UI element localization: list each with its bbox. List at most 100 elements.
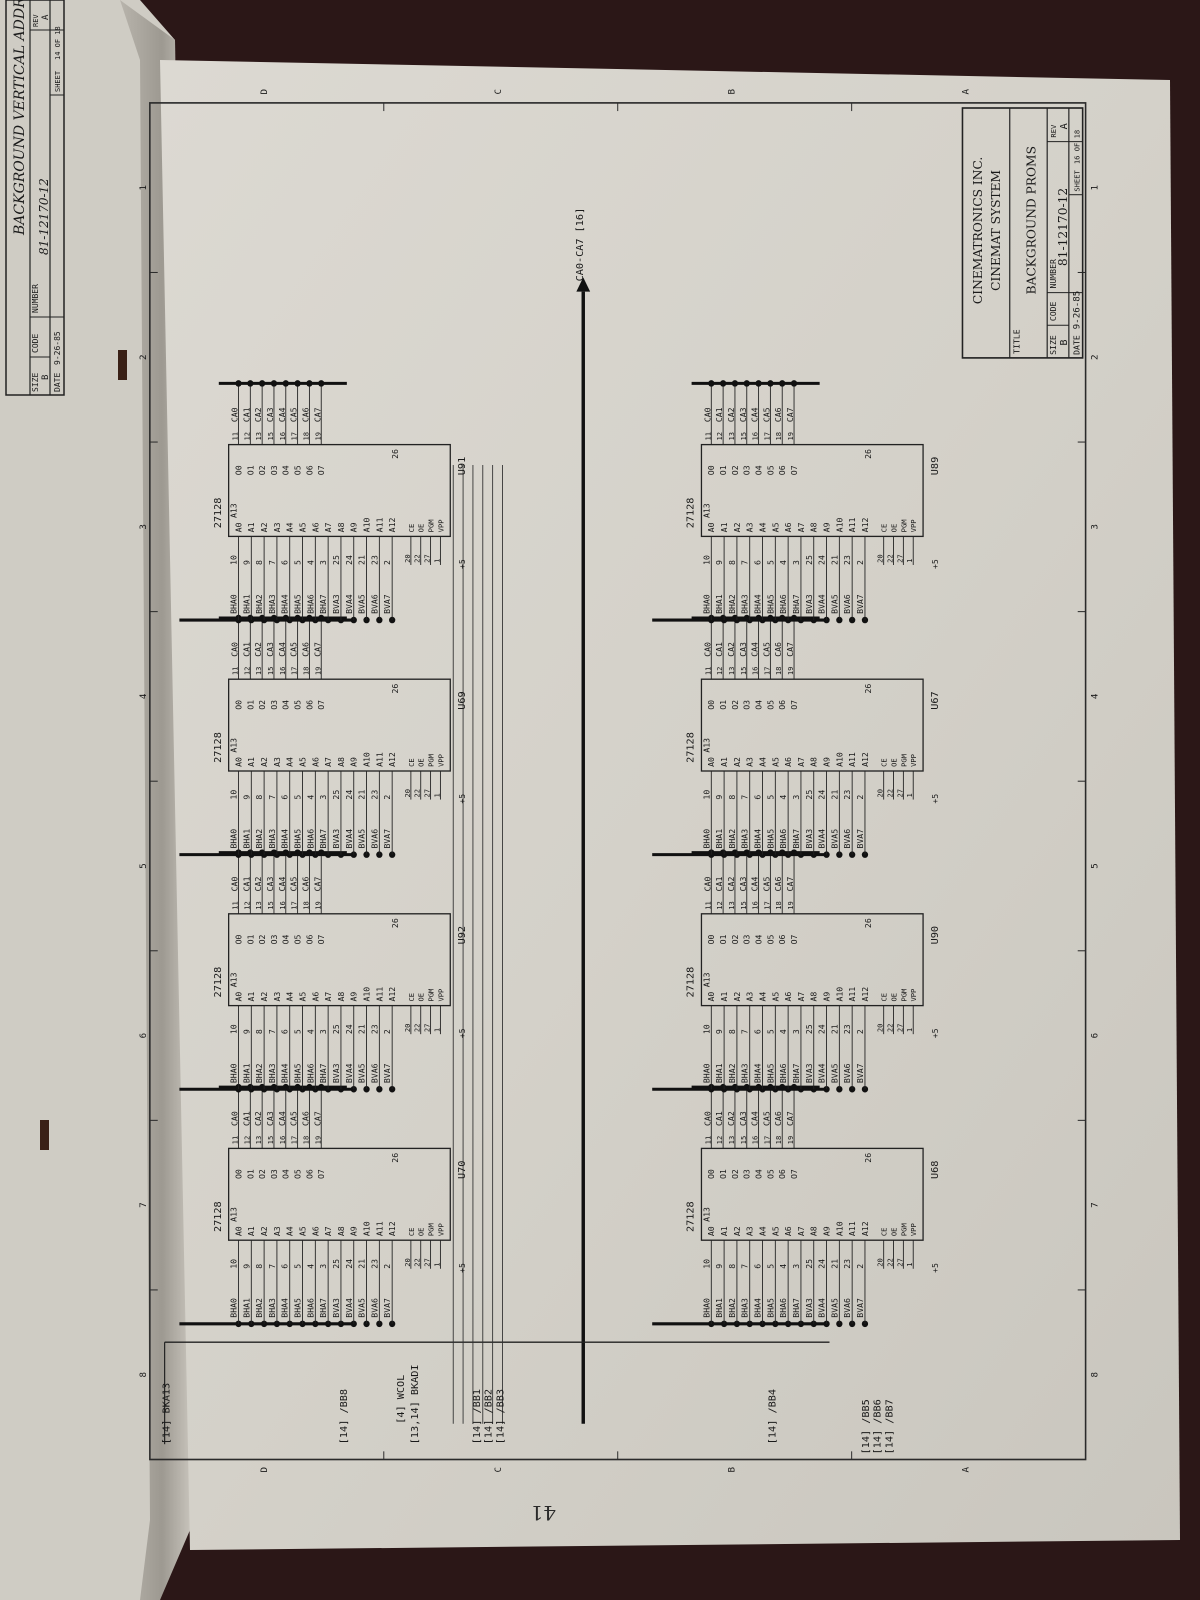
address-signal-label: BVA3 <box>332 1298 341 1318</box>
prom-chip-u67: 27128U67BHA010A0BHA19A1BHA28A2BHA37A3BHA… <box>652 614 941 858</box>
pin-number: 18 <box>774 667 783 676</box>
pin-number: 8 <box>255 1029 264 1034</box>
pin-number: 19 <box>313 1136 322 1145</box>
pin-number: 15 <box>266 1136 275 1145</box>
address-pin-name: A9 <box>823 1226 832 1236</box>
address-signal-label: BVA5 <box>831 594 840 614</box>
pin-number: 22 <box>413 1024 422 1033</box>
pin-number: 6 <box>281 1264 290 1269</box>
pin-number: 15 <box>739 667 748 676</box>
address-signal-label: BVA4 <box>345 1063 354 1083</box>
pin-number: 7 <box>268 1264 277 1269</box>
number-label: NUMBER <box>1049 259 1058 289</box>
a13-pin-label: A13 <box>230 1207 239 1222</box>
pin-number: 23 <box>843 555 852 565</box>
zone-number-top: 2 <box>139 354 149 360</box>
control-pin-name: OE <box>417 1228 426 1237</box>
address-pin-name: A5 <box>299 1226 308 1236</box>
address-signal-label: BHA0 <box>230 1063 239 1083</box>
pin-number: 11 <box>231 901 240 910</box>
address-pin-name: A7 <box>324 757 333 767</box>
chip-ref-designator: U90 <box>930 926 941 944</box>
pin-number: 16 <box>278 667 287 676</box>
supply-label: +5 <box>931 559 940 569</box>
output-pin-name: O3 <box>743 700 752 710</box>
bus-arrow-head <box>576 277 591 292</box>
data-signal-label: CA4 <box>751 407 760 422</box>
prom-chip-u90: 27128U90BHA010A0BHA19A1BHA28A2BHA37A3BHA… <box>652 849 941 1093</box>
pin-number: 27 <box>423 554 432 563</box>
address-signal-label: BHA6 <box>779 594 788 614</box>
address-pin-name: A10 <box>363 752 372 767</box>
zone-letter-left: A <box>962 1466 972 1472</box>
data-signal-label: CA6 <box>302 1111 311 1126</box>
data-signal-label: CA3 <box>739 642 748 657</box>
pin-number: 3 <box>319 794 328 799</box>
pin-number: 5 <box>766 794 775 799</box>
title-block-frame <box>961 107 1084 359</box>
pin-number: 20 <box>403 1024 412 1033</box>
address-signal-label: BHA2 <box>728 829 737 849</box>
address-signal-label: BVA3 <box>332 829 341 849</box>
zone-number-bottom: 3 <box>1091 524 1101 530</box>
zone-number-bottom: 8 <box>1091 1372 1101 1378</box>
strip-rev-value: A <box>41 14 51 20</box>
data-signal-label: CA5 <box>763 1111 772 1126</box>
prom-chip-u69: 27128U69BHA010A0BHA19A1BHA28A2BHA37A3BHA… <box>179 614 468 858</box>
pin-number: 16 <box>751 1136 760 1145</box>
output-pin-name: O7 <box>790 700 799 710</box>
address-pin-name: A2 <box>260 992 269 1002</box>
pin-number: 24 <box>818 555 827 565</box>
address-pin-name: A8 <box>337 522 346 532</box>
pin-number: 21 <box>831 555 840 565</box>
address-signal-label: BHA5 <box>294 829 303 849</box>
pin-number: 24 <box>345 790 354 800</box>
code-label: CODE <box>1049 301 1058 321</box>
pin-number: 2 <box>856 1029 865 1034</box>
data-signal-label: CA0 <box>231 407 240 422</box>
address-signal-label: BVA5 <box>358 594 367 614</box>
address-pin-name: A0 <box>235 992 244 1002</box>
strip-frame <box>5 0 65 396</box>
output-pin-name: O1 <box>246 700 255 710</box>
output-pin-name: O4 <box>755 1169 764 1179</box>
strip-rev-label: REV <box>32 14 40 27</box>
control-pin-name: CE <box>407 758 416 767</box>
pin-number: 18 <box>774 1136 783 1145</box>
a13-pin-label: A13 <box>702 503 711 518</box>
address-pin-name: A10 <box>363 1221 372 1236</box>
pin-number: 19 <box>786 1136 795 1145</box>
output-pin-name: O4 <box>755 465 764 475</box>
control-pin-name: VPP <box>437 519 446 532</box>
signal-bb8: [14] /BB8 <box>339 1389 350 1444</box>
address-pin-name: A8 <box>337 757 346 767</box>
control-pin-name: CE <box>407 993 416 1002</box>
pin-number: 23 <box>371 555 380 565</box>
zone-number-top: 1 <box>139 185 149 191</box>
address-pin-name: A0 <box>707 757 716 767</box>
strip-sheet-label: SHEET <box>54 70 62 92</box>
pin-number: 9 <box>242 560 251 565</box>
pin-number: 27 <box>896 789 905 798</box>
pin-number: 21 <box>831 790 840 800</box>
date-value: 9-26-85 <box>1073 291 1083 330</box>
pin-number: 21 <box>358 1024 367 1034</box>
strip-sheet-value: 14 OF 18 <box>54 26 62 60</box>
pin-number: 15 <box>266 432 275 441</box>
data-signal-label: CA5 <box>290 642 299 657</box>
output-pin-name: O1 <box>719 934 728 944</box>
pin-number: 6 <box>281 794 290 799</box>
data-signal-label: CA4 <box>278 407 287 422</box>
pin-number: 16 <box>278 901 287 910</box>
chip-body <box>700 678 924 772</box>
right-page <box>160 60 1180 1550</box>
address-signal-label: BHA6 <box>306 594 315 614</box>
pin-number: 13 <box>727 1136 736 1145</box>
pin-number: 27 <box>423 789 432 798</box>
chip-part-number: 27128 <box>213 498 224 529</box>
data-signal-label: CA7 <box>313 407 322 422</box>
data-signal-label: CA1 <box>715 407 724 422</box>
chip-body <box>228 443 451 538</box>
pin-number: 6 <box>754 794 763 799</box>
pin-number: 11 <box>703 667 712 676</box>
